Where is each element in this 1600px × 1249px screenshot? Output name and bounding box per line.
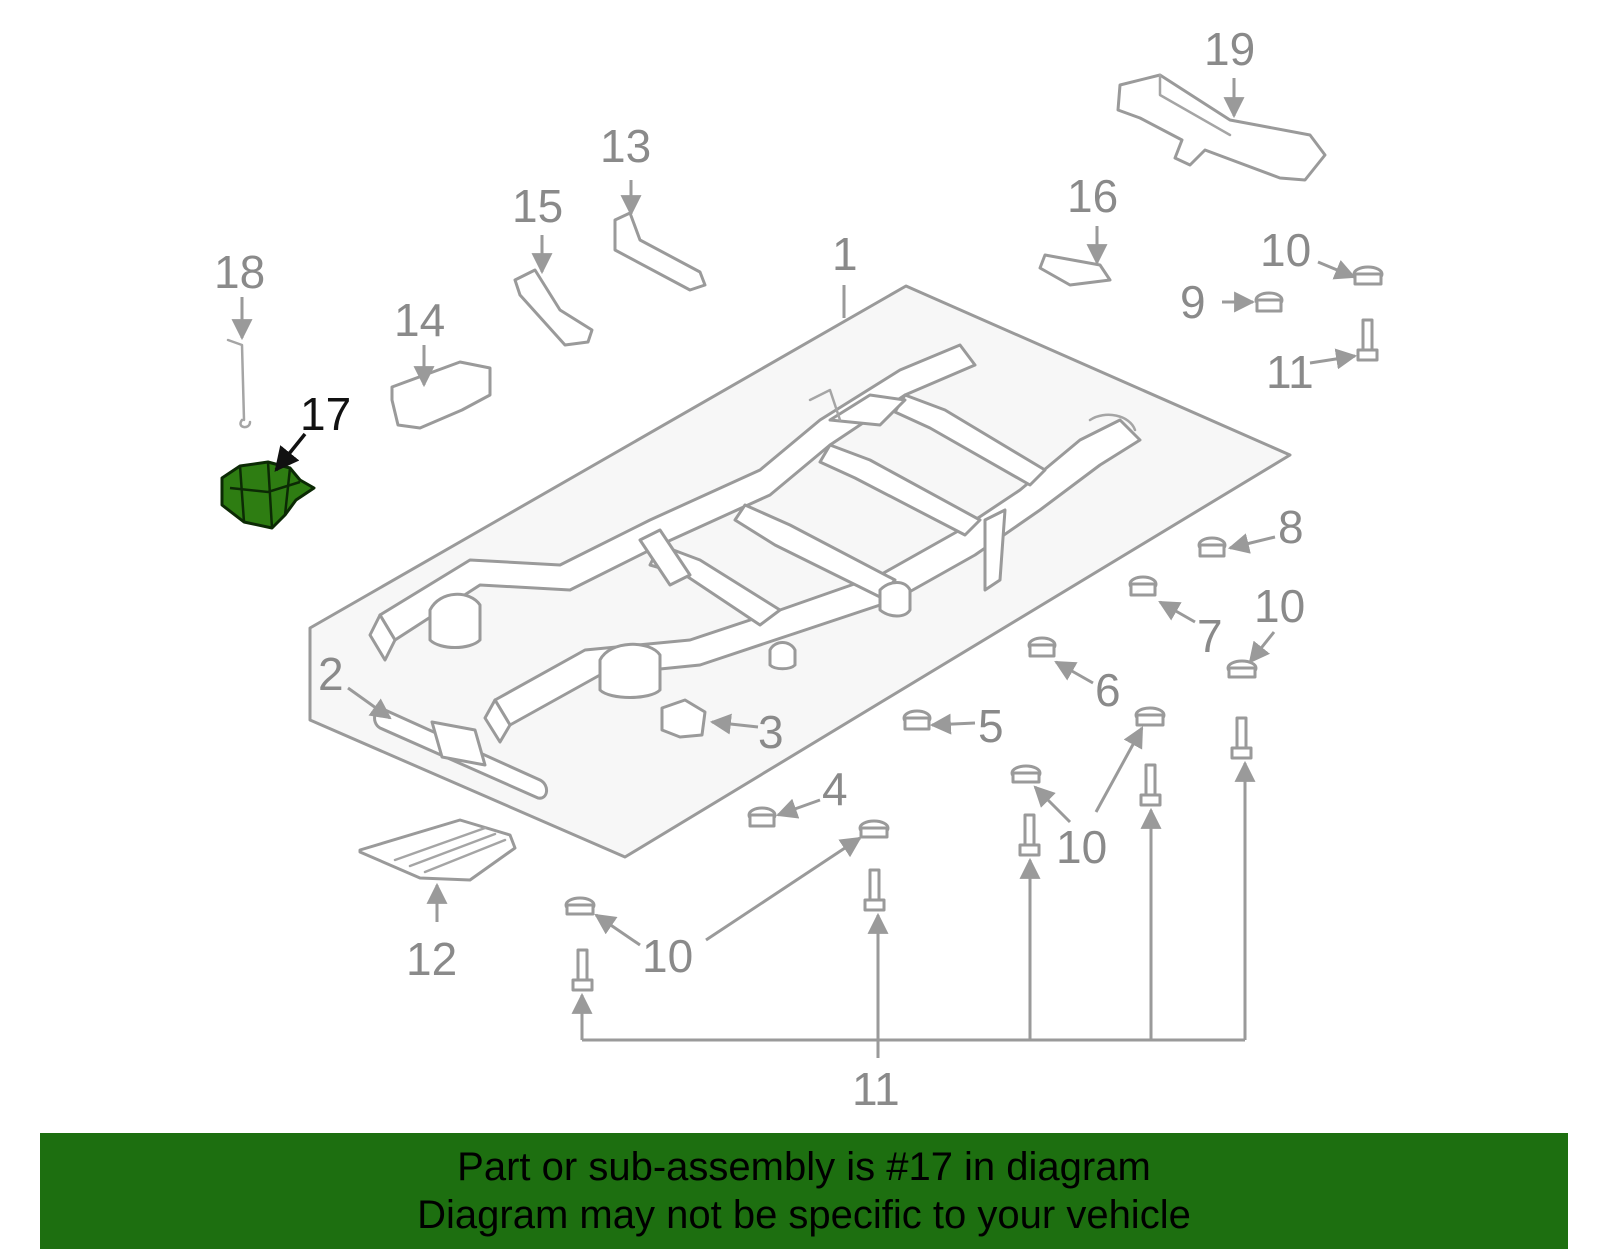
- nut-10-mid[interactable]: [1134, 706, 1166, 727]
- nut-4[interactable]: [747, 806, 777, 828]
- label-11-bottom: 11: [852, 1063, 900, 1115]
- nut-10-right[interactable]: [1226, 659, 1258, 679]
- label-11-top: 11: [1266, 346, 1314, 398]
- callout-labels: 1 2 3 4 5 6 7 8 9 10 10 10 10 11 11 12 1…: [214, 23, 1314, 1115]
- label-15: 15: [512, 180, 563, 232]
- info-banner: Part or sub-assembly is #17 in diagram D…: [40, 1133, 1568, 1249]
- label-13: 13: [600, 120, 651, 172]
- nut-10-top[interactable]: [1352, 265, 1384, 286]
- label-10-center: 10: [1056, 821, 1107, 873]
- label-4: 4: [822, 763, 848, 815]
- nut-10-center[interactable]: [1010, 764, 1042, 784]
- label-10-left: 10: [642, 930, 693, 982]
- label-19: 19: [1204, 23, 1255, 75]
- nut-10-lowmid[interactable]: [858, 819, 890, 839]
- banner-line-2: Diagram may not be specific to your vehi…: [417, 1193, 1191, 1237]
- part-2-crossbar[interactable]: [373, 707, 548, 800]
- label-1: 1: [832, 228, 858, 280]
- nut-8[interactable]: [1197, 536, 1227, 558]
- nut-9[interactable]: [1254, 291, 1284, 313]
- leader-lines: [231, 78, 1358, 1058]
- part-15-bracket[interactable]: [513, 268, 594, 347]
- part-17-mount-highlighted[interactable]: [220, 460, 316, 530]
- label-10-right: 10: [1254, 580, 1305, 632]
- bolt-11-top[interactable]: [1356, 318, 1379, 362]
- part-12-skid-plate[interactable]: [358, 818, 517, 882]
- label-9: 9: [1180, 276, 1206, 328]
- label-14: 14: [394, 294, 445, 346]
- label-10-top: 10: [1260, 224, 1311, 276]
- part-19-crossmember[interactable]: [1116, 73, 1327, 182]
- label-16: 16: [1067, 170, 1118, 222]
- bolt-11-b[interactable]: [863, 868, 886, 912]
- part-13-bracket[interactable]: [613, 211, 707, 292]
- nut-6[interactable]: [1027, 636, 1057, 658]
- label-5: 5: [978, 700, 1004, 752]
- banner-line-1: Part or sub-assembly is #17 in diagram: [457, 1145, 1151, 1189]
- label-2: 2: [318, 648, 344, 700]
- part-16-bracket[interactable]: [1038, 253, 1112, 287]
- nut-5[interactable]: [902, 709, 932, 731]
- fastener-nuts: [564, 265, 1384, 916]
- label-12: 12: [406, 933, 457, 985]
- bolt-11-d[interactable]: [1139, 763, 1162, 807]
- nut-10-left[interactable]: [564, 896, 596, 916]
- label-17: 17: [300, 388, 351, 440]
- bolt-11-e[interactable]: [1230, 716, 1253, 760]
- label-6: 6: [1095, 664, 1121, 716]
- bolt-11-c[interactable]: [1018, 813, 1041, 857]
- label-3: 3: [758, 706, 784, 758]
- fastener-bolts: [571, 318, 1379, 992]
- part-18-rod[interactable]: [226, 338, 252, 429]
- bolt-11-a[interactable]: [571, 948, 594, 992]
- part-3-bracket[interactable]: [660, 698, 707, 739]
- label-7: 7: [1197, 610, 1223, 662]
- part-14-bracket[interactable]: [390, 360, 492, 430]
- label-18: 18: [214, 246, 265, 298]
- label-8: 8: [1278, 501, 1304, 553]
- nut-7[interactable]: [1128, 575, 1158, 597]
- frame-assembly[interactable]: [308, 284, 1292, 859]
